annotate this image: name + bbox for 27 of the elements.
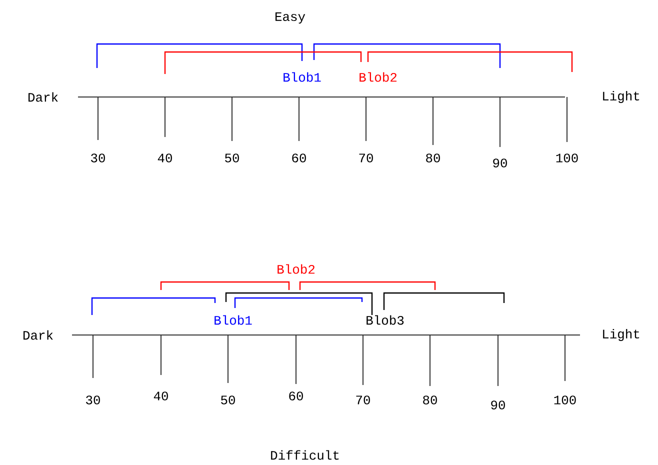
axis-end-label: Dark	[28, 92, 58, 102]
tick-label: 30	[86, 396, 100, 404]
tick-label: 100	[556, 154, 578, 162]
tick-label: 80	[423, 396, 437, 404]
tick-label: 90	[491, 400, 505, 410]
blob-label: Blob1	[214, 315, 252, 325]
tick-label: 50	[225, 154, 239, 162]
caption: Difficult	[271, 450, 339, 460]
blob-label: Blob2	[278, 264, 315, 274]
tick-label: 50	[221, 396, 235, 404]
tick-label: 40	[158, 154, 172, 162]
blob-label: Blob1	[284, 72, 321, 82]
axis-end-label: Light	[603, 328, 640, 342]
blob-label: Blob2	[360, 72, 397, 82]
tick-label: 30	[91, 154, 105, 162]
tick-label: 90	[493, 158, 507, 168]
axis-end-label: Light	[603, 90, 640, 104]
tick-label: 70	[359, 154, 373, 162]
tick-label: 60	[292, 154, 306, 162]
tick-label: 60	[289, 392, 303, 400]
tick-label: 40	[154, 392, 168, 400]
tick-label: 80	[426, 154, 440, 162]
tick-label: 70	[356, 396, 370, 404]
tick-label: 100	[554, 396, 576, 404]
title: Easy	[276, 12, 306, 24]
axis-end-label: Dark	[24, 330, 53, 340]
blob-label: Blob3	[366, 315, 404, 325]
